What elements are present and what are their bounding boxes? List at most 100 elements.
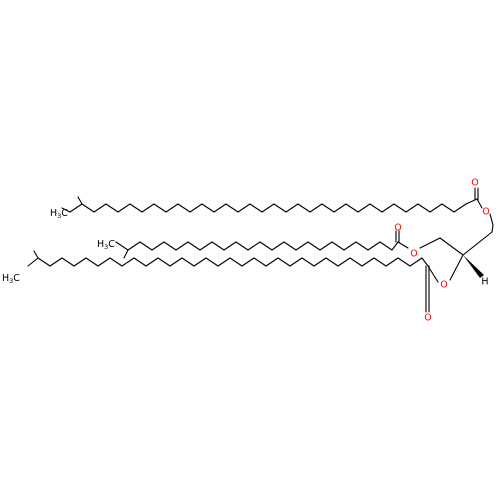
bond-chain-bot <box>421 257 429 267</box>
bond-chain-top <box>213 203 227 213</box>
bond-chain-bot <box>349 257 363 267</box>
bond-chain-mid <box>283 241 297 251</box>
bond-chain-bot <box>229 257 243 267</box>
bond-chain-mid <box>247 241 261 251</box>
bond-chain-bot <box>385 257 399 267</box>
bond-chain-mid <box>331 241 345 251</box>
bond-chain-mid <box>355 241 369 251</box>
bond-chain-bot <box>325 257 339 267</box>
bond-chain-bot <box>217 257 231 267</box>
bond-chain-mid <box>367 241 381 251</box>
bond-chain-mid <box>127 241 141 251</box>
bond-chain-bot <box>205 257 219 267</box>
bond-chain-bot <box>73 257 87 267</box>
bond-chain-bot <box>97 257 111 267</box>
bond-chain-bot <box>277 257 291 267</box>
bond-chain-bot <box>37 257 51 267</box>
bond-chain-top <box>189 203 203 213</box>
bond-chain-top <box>81 203 95 213</box>
bond-chain-top <box>249 203 263 213</box>
oxygen-carbonyl-bot: O <box>424 313 431 324</box>
bond-chain-bot <box>409 257 423 267</box>
oxygen-ester-mid: O <box>410 249 417 260</box>
oxygen-carbonyl-mid: O <box>394 223 401 234</box>
methyl-label-b: H3C <box>97 239 115 252</box>
bond-chain-bot <box>313 257 327 267</box>
bond-chain-top <box>225 203 239 213</box>
bond-chain-bot <box>169 257 183 267</box>
bond-chain-bot <box>337 257 351 267</box>
bond-chain-mid <box>175 241 189 251</box>
bond-branch-mid <box>115 241 129 251</box>
bond-chain-top <box>105 203 119 213</box>
bond-chain-bot <box>241 257 255 267</box>
bond-chain-top <box>117 203 131 213</box>
bond-glycerol <box>491 224 494 233</box>
bond-chain-bot <box>265 257 279 267</box>
bond-chain-top <box>381 203 395 213</box>
bond-chain-top <box>429 203 443 213</box>
bond-chain-bot <box>121 257 135 267</box>
bond-glycerol <box>449 254 464 281</box>
bond-chain-mid <box>187 241 201 251</box>
methyl-label-c: H3C <box>2 273 20 286</box>
bond-chain-mid <box>391 241 399 251</box>
bond-chain-top <box>297 203 311 213</box>
bond-chain-bot <box>145 257 159 267</box>
bond-lines <box>27 187 494 313</box>
bond-chain-top <box>453 203 467 213</box>
bond-chain-top <box>273 203 287 213</box>
bond-chain-top <box>321 203 335 213</box>
stereo-wedge-bond <box>463 255 484 278</box>
bond-chain-mid <box>343 241 357 251</box>
bond-chain-bot <box>49 257 63 267</box>
bond-chain-bot <box>289 257 303 267</box>
bond-chain-bot <box>397 257 411 267</box>
bond-branch-top <box>77 196 83 205</box>
bond-branch-mid <box>123 249 129 259</box>
bond-chain-top <box>393 203 407 213</box>
bond-chain-mid <box>271 241 285 251</box>
bond-branch-top <box>69 203 83 213</box>
bond-chain-mid <box>151 241 165 251</box>
bond-chain-mid <box>259 241 273 251</box>
bond-chain-top <box>129 203 143 213</box>
bond-chain-bot <box>85 257 99 267</box>
bond-glycerol <box>462 231 493 256</box>
bond-chain-top <box>237 203 251 213</box>
bond-chain-bot <box>253 257 267 267</box>
bond-chain-bot <box>193 257 207 267</box>
oxygen-carbonyl-top: O <box>471 178 478 189</box>
bond-chain-top <box>417 203 431 213</box>
bond-chain-mid <box>163 241 177 251</box>
bond-chain-top <box>177 203 191 213</box>
bond-chain-top <box>201 203 215 213</box>
bond-chain-mid <box>379 241 393 251</box>
bond-chain-top <box>165 203 179 213</box>
bond-chain-bot <box>109 257 123 267</box>
bond-chain-bot <box>373 257 387 267</box>
bond-ester-bot <box>427 265 439 283</box>
bond-chain-bot <box>157 257 171 267</box>
bond-chain-top <box>309 203 323 213</box>
bond-chain-top <box>345 203 359 213</box>
bond-chain-mid <box>307 241 321 251</box>
bond-chain-top <box>93 203 107 213</box>
bond-chain-top <box>369 203 383 213</box>
bond-chain-bot <box>133 257 147 267</box>
bond-chain-top <box>261 203 275 213</box>
bond-chain-bot <box>361 257 375 267</box>
bond-glycerol <box>489 213 494 226</box>
bond-glycerol <box>439 237 464 256</box>
bond-chain-top <box>141 203 155 213</box>
bond-chain-top <box>153 203 167 213</box>
bond-branch-bot <box>27 257 39 267</box>
bond-branch-top <box>61 207 71 213</box>
bond-chain-mid <box>319 241 333 251</box>
bond-chain-top <box>441 203 455 213</box>
bond-ester-mid <box>397 241 409 249</box>
bond-chain-mid <box>235 241 249 251</box>
bond-chain-mid <box>211 241 225 251</box>
bond-chain-bot <box>301 257 315 267</box>
